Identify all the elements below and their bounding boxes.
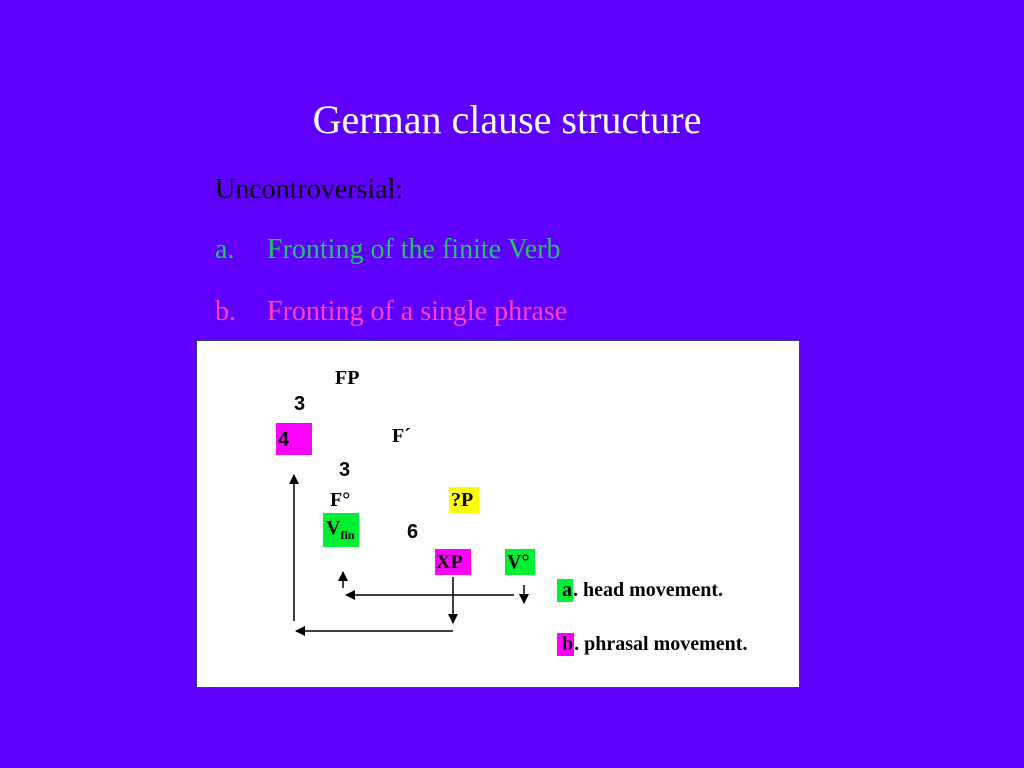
- slide-title: German clause structure: [312, 97, 702, 142]
- xp-highlight: XP: [435, 549, 471, 575]
- qp-highlight: ?P: [449, 487, 479, 513]
- node-fp: FP: [335, 367, 360, 389]
- intro-text: Uncontroversial:: [215, 174, 404, 205]
- legend-phrasal-text: . phrasal movement.: [574, 633, 748, 655]
- branch-top: 3: [294, 393, 306, 415]
- legend-head-text: . head movement.: [573, 579, 723, 601]
- node-f-head: F°: [330, 489, 351, 511]
- fin-subscript: fin: [340, 528, 355, 542]
- node-xp: XP: [436, 551, 463, 573]
- node-qp: ?P: [451, 489, 474, 511]
- vfin-highlight: Vfin: [323, 513, 359, 547]
- legend-head-key: a: [557, 579, 573, 602]
- syntax-tree-diagram: FP 3 4 F´ 3 F° ?P Vfin 6 XP V° a. head m…: [196, 340, 800, 688]
- node-v-fin: Vfin: [326, 517, 355, 542]
- legend-phrasal-key: b: [557, 633, 575, 656]
- branch-low: 6: [407, 521, 419, 543]
- spec-highlight: 4: [276, 423, 312, 455]
- list-text-a: Fronting of the finite Verb: [267, 234, 561, 265]
- branch-mid: 3: [339, 459, 351, 481]
- node-spec: 4: [278, 429, 290, 451]
- node-fbar: F´: [392, 425, 411, 447]
- list-marker-a: a.: [215, 234, 235, 265]
- list-text-b: Fronting of a single phrase: [267, 296, 568, 327]
- legend-head-movement: a. head movement.: [557, 579, 723, 602]
- movement-arrows: [289, 474, 529, 636]
- node-v-head: V°: [507, 551, 530, 573]
- list-marker-b: b.: [215, 296, 236, 327]
- legend-phrasal-movement: b. phrasal movement.: [557, 633, 747, 656]
- v-head-highlight: V°: [505, 549, 535, 575]
